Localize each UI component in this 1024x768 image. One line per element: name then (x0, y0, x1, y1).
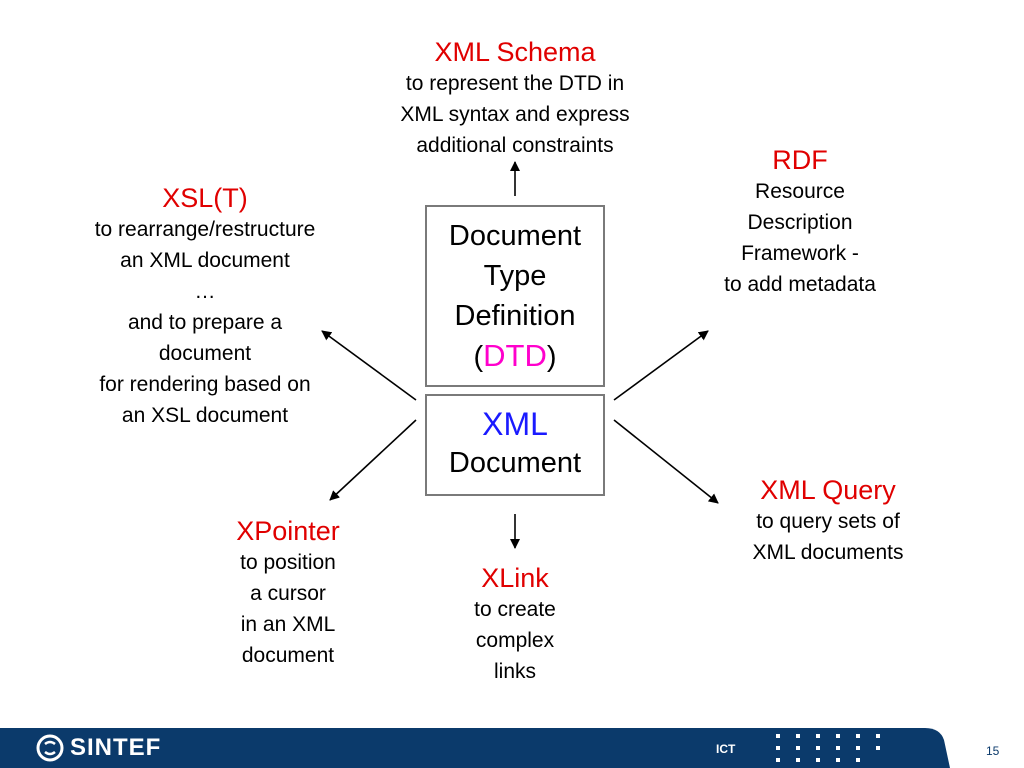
xsl-line-1: to rearrange/restructure (94, 218, 316, 241)
xpointer-line-4: document (241, 644, 335, 667)
xquery-line-2: XML documents (752, 541, 904, 564)
arrow-to-xpointer (329, 419, 417, 501)
rdf-title: RDF (772, 145, 828, 175)
xquery-title: XML Query (760, 475, 896, 505)
dtd-acronym: DTD (483, 338, 547, 373)
xsl-line-2: an XML document (120, 249, 290, 272)
xpointer-title: XPointer (236, 516, 340, 546)
dtd-box: Document Type Definition (DTD) (425, 205, 605, 387)
xsl-line-4: and to prepare a (127, 311, 283, 334)
footer-bar (0, 728, 950, 768)
xsl-line-5: document (158, 342, 252, 365)
xml-document-line: Document (448, 447, 582, 479)
schema-title: XML Schema (434, 37, 596, 67)
xsl-title: XSL(T) (162, 183, 248, 213)
xml-document-box: XML Document (425, 394, 605, 496)
schema-line-2: XML syntax and express (400, 103, 630, 126)
dtd-close-paren: ) (546, 341, 557, 373)
dtd-acronym-line: (DTD) (427, 336, 603, 377)
xsl-line-7: an XSL document (121, 404, 289, 427)
arrow-to-xquery (613, 419, 719, 504)
rdf-line-2: Description (747, 211, 853, 234)
xml-word: XML (482, 406, 548, 442)
sintef-logo-text: SINTEF (70, 734, 162, 761)
rdf-line-4: to add metadata (724, 273, 876, 296)
schema-line-1: to represent the DTD in (405, 72, 625, 95)
rdf-line-1: Resource (755, 180, 845, 203)
xlink-line-1: to create (474, 598, 556, 621)
section-label: ICT (716, 742, 736, 756)
sintef-logo-icon (36, 734, 64, 762)
arrow-to-xsl (321, 330, 417, 401)
footer-dots (776, 734, 880, 762)
rdf-block: RDF Resource Description Framework - to … (690, 144, 910, 300)
xlink-line-3: links (493, 660, 536, 683)
xsl-line-6: for rendering based on (99, 373, 311, 396)
xsl-block: XSL(T) to rearrange/restructure an XML d… (55, 182, 355, 431)
arrow-to-rdf (613, 330, 709, 401)
xlink-block: XLink to create complex links (425, 562, 605, 687)
sintef-logo: SINTEF (36, 732, 161, 764)
dtd-open-paren: ( (473, 341, 484, 373)
xquery-line-1: to query sets of (756, 510, 900, 533)
xquery-block: XML Query to query sets of XML documents (698, 474, 958, 568)
xlink-line-2: complex (475, 629, 555, 652)
xlink-title: XLink (481, 563, 549, 593)
xsl-line-3: … (194, 280, 216, 303)
xpointer-line-1: to position (240, 551, 336, 574)
page-number: 15 (986, 744, 1000, 758)
xpointer-line-2: a cursor (250, 582, 326, 605)
dtd-line-1: Document (448, 220, 582, 252)
rdf-line-3: Framework - (741, 242, 859, 265)
xpointer-line-3: in an XML (240, 613, 336, 636)
schema-line-3: additional constraints (416, 134, 614, 157)
dtd-line-3: Definition (454, 300, 576, 332)
schema-block: XML Schema to represent the DTD in XML s… (355, 36, 675, 161)
dtd-line-2: Type (483, 260, 547, 292)
xpointer-block: XPointer to position a cursor in an XML … (188, 515, 388, 671)
